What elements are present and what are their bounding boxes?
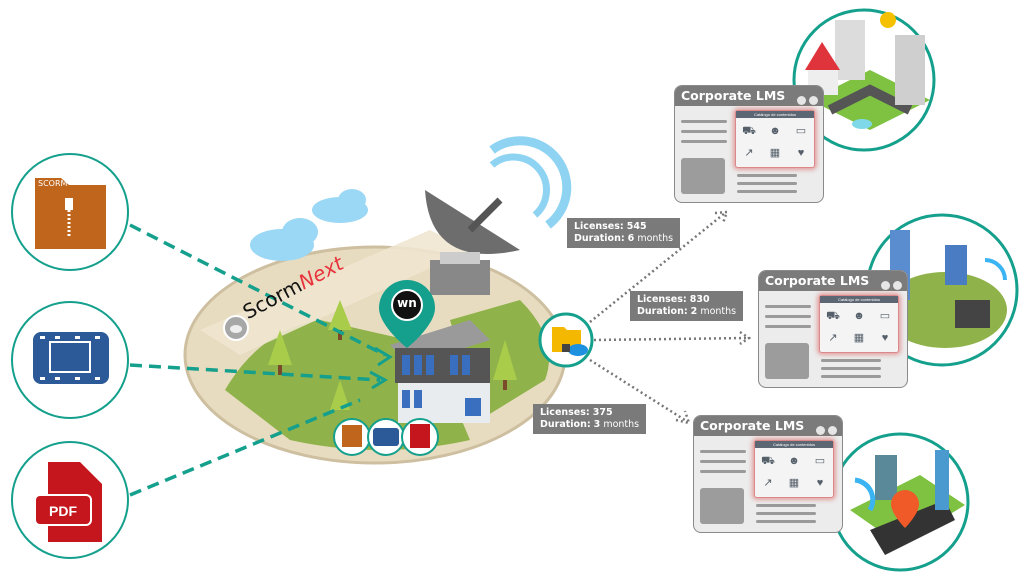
text-line [765, 305, 811, 308]
source-connectors [129, 223, 386, 497]
headquarters-building [390, 320, 490, 423]
catalog-title: Catálogo de contenidos [820, 296, 898, 303]
text-line [700, 450, 746, 453]
text-line [756, 512, 816, 515]
catalog-item-icon[interactable]: ♥ [881, 332, 889, 344]
text-line [737, 182, 797, 185]
catalog-item-icon[interactable]: ⛟ [761, 455, 775, 467]
lms-window-3[interactable]: Corporate LMS Catálogo de contenidos ⛟ ☻ ▭ ↗ ▦… [693, 415, 843, 533]
catalog-item-icon[interactable]: ⛟ [742, 125, 756, 137]
text-line [681, 130, 727, 133]
license-label-1: Licenses: 545 Duration: 6 months [567, 218, 681, 248]
catalog-item-icon[interactable]: ▭ [814, 455, 826, 467]
content-catalog[interactable]: Catálogo de contenidos ⛟ ☻ ▭ ↗ ▦ ♥ [754, 440, 834, 498]
catalog-title: Catálogo de contenidos [736, 111, 814, 118]
text-line [700, 460, 746, 463]
catalog-item-icon[interactable]: ☻ [769, 125, 781, 137]
catalog-item-icon[interactable]: ♥ [816, 477, 824, 489]
distribution-arrows [589, 210, 752, 425]
text-line [765, 325, 811, 328]
bundled-content-icons [333, 418, 439, 456]
text-line [756, 504, 816, 507]
image-placeholder [681, 158, 725, 194]
lms-title-bar: Corporate LMS [694, 416, 842, 436]
city-residential [792, 8, 936, 152]
window-dot-icon[interactable] [881, 281, 890, 290]
catalog-item-icon[interactable]: ☻ [788, 455, 800, 467]
text-line [821, 359, 881, 362]
scormnext-logo-badge [223, 315, 249, 341]
satellite-dish-icon [425, 136, 572, 295]
location-pin-icon [379, 280, 435, 348]
cloud-icon [250, 189, 368, 261]
lms-title: Corporate LMS [765, 273, 870, 288]
pdf-label: PDF [49, 503, 77, 519]
text-line [765, 315, 811, 318]
lms-title-bar: Corporate LMS [675, 86, 823, 106]
text-line [700, 470, 746, 473]
catalog-item-icon[interactable]: ▦ [853, 332, 865, 344]
distribution-hub[interactable] [538, 312, 594, 368]
window-dot-icon[interactable] [893, 281, 902, 290]
license-label-2: Licenses: 830 Duration: 2 months [630, 291, 744, 321]
city-smart [830, 432, 970, 572]
catalog-item-icon[interactable]: ☻ [853, 310, 865, 322]
catalog-item-icon[interactable]: ↗ [828, 332, 838, 344]
image-placeholder [765, 343, 809, 379]
scorm-label: SCORM [38, 179, 68, 188]
lms-title: Corporate LMS [700, 418, 805, 433]
catalog-item-icon[interactable]: ♥ [797, 147, 805, 159]
window-dot-icon[interactable] [797, 96, 806, 105]
lms-title-bar: Corporate LMS [759, 271, 907, 291]
window-dot-icon[interactable] [828, 426, 837, 435]
source-scorm[interactable]: SCORM [11, 153, 129, 271]
content-catalog[interactable]: Catálogo de contenidos ⛟ ☻ ▭ ↗ ▦ ♥ [819, 295, 899, 353]
tree-icon [268, 300, 517, 410]
text-line [737, 174, 797, 177]
source-video[interactable] [11, 301, 129, 419]
catalog-item-icon[interactable]: ▦ [788, 477, 800, 489]
catalog-item-icon[interactable]: ⛟ [826, 310, 840, 322]
catalog-item-icon[interactable]: ▦ [769, 147, 781, 159]
catalog-item-icon[interactable]: ↗ [763, 477, 773, 489]
text-line [756, 520, 816, 523]
catalog-item-icon[interactable]: ↗ [744, 147, 754, 159]
window-controls[interactable] [878, 276, 902, 296]
text-line [821, 375, 881, 378]
catalog-item-icon[interactable]: ▭ [879, 310, 891, 322]
license-label-3: Licenses: 375 Duration: 3 months [533, 404, 647, 434]
window-dot-icon[interactable] [809, 96, 818, 105]
source-pdf[interactable]: PDF [11, 441, 129, 559]
image-placeholder [700, 488, 744, 524]
window-controls[interactable] [794, 91, 818, 111]
text-line [681, 140, 727, 143]
text-line [681, 120, 727, 123]
catalog-title: Catálogo de contenidos [755, 441, 833, 448]
window-dot-icon[interactable] [816, 426, 825, 435]
catalog-item-icon[interactable]: ▭ [795, 125, 807, 137]
lms-window-2[interactable]: Corporate LMS Catálogo de contenidos ⛟ ☻ ▭ ↗ ▦… [758, 270, 908, 388]
window-controls[interactable] [813, 421, 837, 441]
lms-title: Corporate LMS [681, 88, 786, 103]
text-line [821, 367, 881, 370]
pin-badge-text: wn [397, 296, 417, 310]
content-catalog[interactable]: Catálogo de contenidos ⛟ ☻ ▭ ↗ ▦ ♥ [735, 110, 815, 168]
text-line [737, 190, 797, 193]
lms-window-1[interactable]: Corporate LMS Catálogo de contenidos ⛟ ☻ ▭ ↗ ▦… [674, 85, 824, 203]
